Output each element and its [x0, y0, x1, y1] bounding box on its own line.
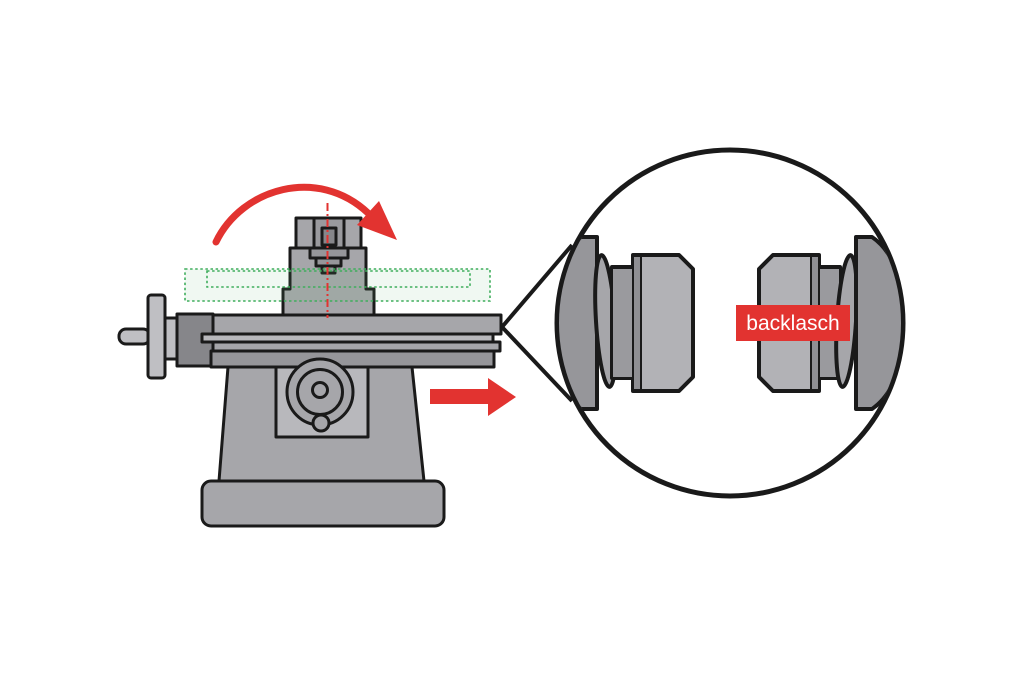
right-thread-wing [854, 235, 901, 411]
milling-machine [117, 216, 503, 528]
rotation-arrow-head [357, 201, 397, 240]
table-travel-ghost-inner [206, 270, 471, 288]
feed-dial-center [311, 381, 329, 399]
handwheel-disc [146, 293, 167, 380]
feed-dial-knob [311, 413, 331, 433]
left-thread-neck [613, 269, 633, 377]
zoom-circle [554, 147, 906, 499]
rotation-arrow [212, 183, 372, 246]
machine-foot [200, 479, 446, 528]
feed-direction-arrow [430, 378, 516, 416]
backlash-label-text: backlasch [746, 312, 839, 335]
table-travel-ghost-outer [184, 268, 491, 302]
backlash-label: backlasch [736, 305, 850, 341]
left-thread-facet [632, 255, 642, 391]
handwheel-handle [117, 327, 152, 346]
callout-line-upper [500, 243, 574, 329]
table-slab-bottom [209, 349, 496, 369]
backlash-label-box [736, 305, 850, 341]
thread-detail [559, 235, 901, 411]
callout-line-lower [500, 325, 574, 403]
feed-dial [285, 357, 355, 433]
table-slab-top [211, 313, 503, 336]
spindle-collet [320, 226, 338, 247]
